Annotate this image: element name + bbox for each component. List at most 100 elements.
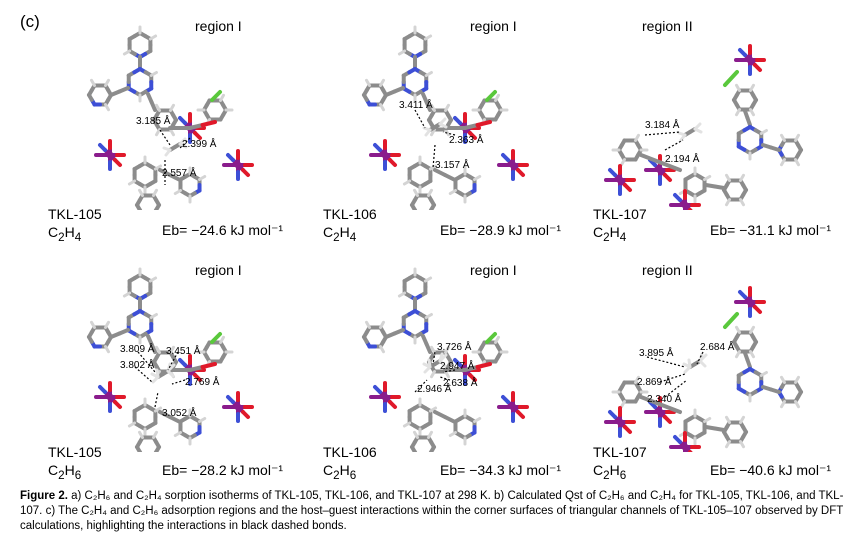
bond bbox=[149, 342, 157, 354]
fluorine-bond bbox=[723, 70, 739, 87]
hydrogen-bond bbox=[122, 49, 132, 56]
binding-energy: Eb= −31.1 kJ mol⁻¹ bbox=[710, 222, 832, 238]
bond bbox=[168, 415, 182, 424]
guest-hydrogen bbox=[438, 352, 444, 363]
metal-atom bbox=[106, 151, 114, 159]
bond bbox=[493, 112, 501, 122]
bond bbox=[516, 410, 525, 419]
fluorine-bond bbox=[723, 312, 739, 329]
framework-name: TKL-107 bbox=[593, 444, 647, 460]
bond bbox=[188, 365, 205, 372]
metal-atom bbox=[509, 161, 517, 169]
hydrogen-bond bbox=[448, 431, 457, 437]
hydrogen-bond bbox=[428, 406, 438, 413]
guest-formula: C2H4 bbox=[593, 224, 627, 244]
bond bbox=[193, 373, 202, 382]
molecule-structure: 3.184 Å2.194 Å bbox=[604, 44, 803, 210]
bond bbox=[468, 373, 477, 382]
bond bbox=[388, 158, 397, 167]
dashed-interaction bbox=[664, 379, 688, 398]
hydrogen-bond bbox=[198, 175, 207, 181]
guest-hydrogen bbox=[693, 127, 703, 134]
bond bbox=[663, 415, 672, 424]
distance-label: 2.869 Å bbox=[637, 375, 672, 388]
bond bbox=[623, 183, 632, 192]
bond bbox=[388, 400, 397, 409]
fluorine-bond bbox=[485, 90, 497, 102]
hydrogen-bond bbox=[735, 108, 741, 117]
metal-atom bbox=[381, 393, 389, 401]
hydrogen-bond bbox=[444, 345, 450, 354]
hydrogen-bond bbox=[739, 173, 745, 182]
framework-name: TKL-106 bbox=[323, 206, 377, 222]
framework-name: TKL-105 bbox=[48, 444, 102, 460]
bond bbox=[738, 290, 747, 299]
metal-atom bbox=[746, 298, 754, 306]
bond bbox=[663, 173, 672, 182]
hydrogen-bond bbox=[735, 350, 741, 359]
bond bbox=[226, 395, 235, 404]
bond bbox=[154, 440, 161, 449]
hydrogen-bond bbox=[794, 400, 800, 409]
guest-formula: C2H6 bbox=[593, 462, 627, 482]
fluorine-bond bbox=[210, 90, 222, 102]
region-label: region II bbox=[642, 18, 693, 34]
metal-atom bbox=[381, 151, 389, 159]
framework-name: TKL-107 bbox=[593, 206, 647, 222]
molecule-structure: 3.411 Å2.363 Å3.157 Å bbox=[362, 25, 529, 210]
bond bbox=[468, 131, 477, 140]
bond bbox=[168, 173, 182, 182]
hydrogen-bond bbox=[473, 175, 482, 181]
hydrogen-bond bbox=[169, 128, 175, 137]
fluorine-bond bbox=[485, 332, 497, 344]
region-label: region II bbox=[642, 262, 693, 278]
hydrogen-bond bbox=[402, 421, 412, 428]
bond bbox=[673, 435, 682, 444]
distance-label: 3.895 Å bbox=[639, 346, 674, 359]
hydrogen-bond bbox=[148, 276, 158, 283]
bond bbox=[608, 410, 617, 419]
hydrogen-bond bbox=[444, 370, 450, 379]
hydrogen-bond bbox=[379, 345, 385, 354]
hydrogen-bond bbox=[90, 320, 96, 329]
figure-caption: Figure 2. a) C₂H₆ and C₂H₄ sorption isot… bbox=[20, 489, 850, 534]
hydrogen-bond bbox=[104, 345, 110, 354]
bond bbox=[463, 123, 480, 130]
distance-label: 2.340 Å bbox=[647, 392, 682, 405]
bond bbox=[713, 426, 726, 432]
guest-hydrogen bbox=[164, 148, 172, 157]
metal-atom bbox=[509, 403, 517, 411]
bond bbox=[429, 198, 436, 207]
hydrogen-bond bbox=[379, 320, 385, 329]
bond bbox=[658, 160, 682, 172]
hydrogen-bond bbox=[402, 179, 412, 186]
molecule-structure: 3.895 Å2.684 Å2.869 Å2.340 Å bbox=[604, 286, 803, 452]
hydrogen-bond bbox=[634, 133, 640, 142]
dashed-interaction bbox=[659, 373, 686, 383]
bond bbox=[475, 362, 492, 369]
guest-formula: C2H4 bbox=[323, 224, 357, 244]
hydrogen-bond bbox=[620, 158, 626, 167]
hydrogen-bond bbox=[379, 103, 385, 112]
bond bbox=[475, 120, 492, 127]
hydrogen-bond bbox=[427, 188, 433, 197]
framework-name: TKL-106 bbox=[323, 444, 377, 460]
distance-label: 2.638 Å bbox=[443, 376, 478, 389]
guest-hydrogen bbox=[178, 142, 188, 149]
hydrogen-bond bbox=[430, 345, 436, 354]
distance-label: 3.451 Å bbox=[166, 344, 201, 357]
hydrogen-bond bbox=[138, 430, 144, 439]
bond bbox=[109, 331, 122, 339]
dashed-interaction bbox=[646, 356, 686, 368]
hydrogen-bond bbox=[149, 313, 158, 319]
hydrogen-bond bbox=[90, 78, 96, 87]
hydrogen-bond bbox=[780, 375, 786, 384]
panel-label: (c) bbox=[20, 12, 40, 31]
bond bbox=[226, 153, 235, 162]
guest-formula: C2H6 bbox=[323, 462, 357, 482]
hydrogen-bond bbox=[219, 335, 225, 344]
metal-atom bbox=[234, 403, 242, 411]
region-label: region I bbox=[195, 18, 242, 34]
hydrogen-bond bbox=[155, 128, 161, 137]
